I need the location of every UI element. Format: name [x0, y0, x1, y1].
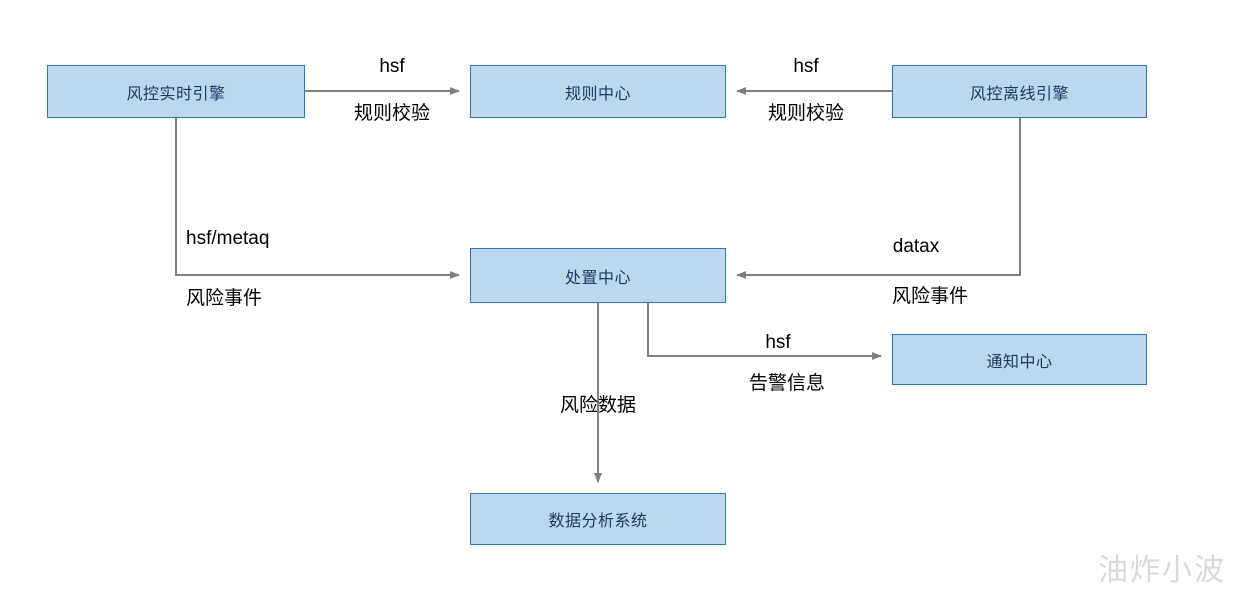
edge-offline-to-disposal [736, 118, 1021, 279]
edge-protocol-offline-to-rule: hsf [793, 56, 819, 77]
node-analysis-system[interactable]: 数据分析系统 [470, 493, 726, 545]
node-realtime-engine[interactable]: 风控实时引擎 [47, 65, 305, 118]
node-label-disposal-center: 处置中心 [564, 269, 631, 287]
node-disposal-center[interactable]: 处置中心 [470, 248, 726, 303]
node-label-rule-center: 规则中心 [564, 85, 631, 103]
node-label-analysis-system: 数据分析系统 [548, 513, 648, 530]
edge-payload-realtime-to-rule: 规则校验 [353, 103, 431, 124]
node-notify-center[interactable]: 通知中心 [892, 334, 1147, 385]
node-label-notify-center: 通知中心 [986, 353, 1053, 371]
edge-payload-disposal-to-notify: 告警信息 [748, 373, 826, 394]
node-label-offline-engine: 风控离线引擎 [969, 85, 1069, 103]
node-rule-center[interactable]: 规则中心 [470, 65, 726, 118]
edge-disposal-to-notify [647, 303, 882, 360]
node-offline-engine[interactable]: 风控离线引擎 [892, 65, 1147, 118]
edge-payload-disposal-to-analysis: 风险数据 [559, 395, 637, 416]
node-label-realtime-engine: 风控实时引擎 [126, 85, 226, 103]
edge-protocol-disposal-to-notify: hsf [765, 332, 791, 353]
edge-payload-offline-to-disposal: 风险事件 [891, 286, 969, 307]
edge-payload-realtime-to-disposal: 风险事件 [186, 288, 263, 309]
edge-protocol-realtime-to-rule: hsf [379, 56, 405, 77]
edge-protocol-offline-to-disposal: datax [892, 236, 940, 257]
edge-payload-offline-to-rule: 规则校验 [767, 103, 845, 124]
watermark-text: 油炸小波 [1098, 554, 1226, 587]
edge-protocol-realtime-to-disposal: hsf/metaq [186, 228, 270, 249]
edge-realtime-to-disposal [175, 118, 460, 279]
